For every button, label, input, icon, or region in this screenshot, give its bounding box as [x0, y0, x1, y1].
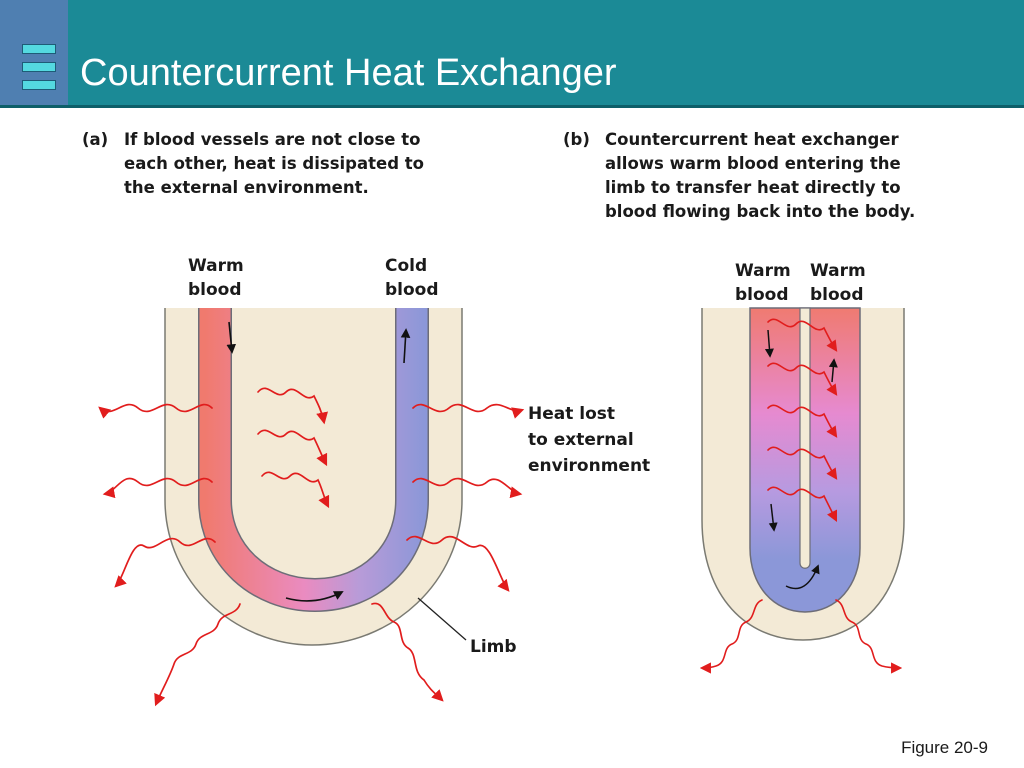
- heat-arrow-icon: [699, 599, 763, 674]
- heat-arrow-icon: [767, 362, 838, 396]
- flow-arrow-down-icon: [768, 503, 778, 532]
- header-rule: [0, 105, 1024, 108]
- figure-number-label: Figure 20-9: [901, 738, 988, 757]
- vessel-a: [199, 308, 428, 611]
- caption-a-line: the external environment.: [124, 178, 369, 197]
- cold-blood-label: Cold blood: [385, 254, 439, 302]
- heat-arrow-icon: [412, 403, 525, 419]
- logo-bar: [22, 44, 56, 54]
- warm-blood-label-a-line1: Warm: [188, 256, 244, 276]
- caption-a-line: If blood vessels are not close to: [124, 130, 421, 149]
- caption-b-line: limb to transfer heat directly to: [605, 178, 901, 197]
- heat-arrow-icon: [114, 537, 216, 588]
- flow-arrow-right-icon: [285, 591, 344, 602]
- flow-arrow-up-icon: [400, 328, 411, 364]
- warm-blood-label-b-right-line2: blood: [810, 285, 864, 305]
- heat-arrow-icon: [154, 603, 241, 707]
- heat-arrow-icon: [406, 535, 510, 592]
- vessel-b-divider: [799, 307, 811, 569]
- heat-arrow-icon: [257, 429, 328, 467]
- heat-lost-label: Heat lost to external environment: [528, 401, 650, 479]
- warm-blood-label-a-line2: blood: [188, 280, 242, 300]
- slide-title: Countercurrent Heat Exchanger: [80, 52, 617, 94]
- heat-arrow-icon: [371, 602, 444, 702]
- flow-arrow-down-icon: [226, 321, 237, 354]
- caption-b-line: allows warm blood entering the: [605, 154, 901, 173]
- cold-blood-label-line1: Cold: [385, 256, 428, 276]
- caption-a-letter: (a): [82, 130, 109, 149]
- heat-arrow-icon: [767, 446, 838, 480]
- heat-lost-label-line1: Heat lost: [528, 404, 616, 424]
- caption-a: (a) If blood vessels are not close to ea…: [82, 128, 482, 208]
- limb-pointer-line: [417, 597, 467, 641]
- caption-b: (b) Countercurrent heat exchanger allows…: [563, 128, 983, 228]
- caption-b-letter: (b): [563, 130, 590, 149]
- logo-bar: [22, 62, 56, 72]
- heat-arrow-icon: [261, 471, 330, 509]
- warm-blood-label-b-left-line1: Warm: [735, 261, 791, 281]
- warm-blood-label-b-right-line1: Warm: [810, 261, 866, 281]
- caption-b-line: blood flowing back into the body.: [605, 202, 916, 221]
- heat-arrow-icon: [767, 404, 838, 438]
- heat-lost-label-line2: to external: [528, 430, 634, 450]
- warm-blood-label-a: Warm blood: [188, 254, 244, 302]
- heat-arrow-icon: [257, 387, 328, 425]
- warm-blood-label-b-left-line2: blood: [735, 285, 789, 305]
- heat-arrow-icon: [102, 477, 213, 499]
- header-bar: [0, 0, 1024, 105]
- slide-logo-icon: [0, 0, 68, 105]
- heat-lost-label-line3: environment: [528, 456, 651, 476]
- heat-arrow-icon: [767, 486, 838, 523]
- caption-b-line: Countercurrent heat exchanger: [605, 130, 899, 149]
- warm-blood-label-b-right: Warm blood: [810, 259, 866, 307]
- flow-arrow-up-icon: [785, 564, 820, 590]
- heat-arrow-icon: [767, 318, 838, 352]
- heat-arrow-icon: [412, 477, 523, 499]
- warm-blood-label-b-left: Warm blood: [735, 259, 791, 307]
- flow-arrow-up-icon: [828, 358, 838, 383]
- logo-bar: [22, 80, 56, 90]
- heat-arrow-icon: [98, 403, 213, 419]
- limb-label: Limb: [470, 637, 517, 657]
- heat-arrow-icon: [835, 599, 903, 674]
- caption-a-line: each other, heat is dissipated to: [124, 154, 424, 173]
- cold-blood-label-line2: blood: [385, 280, 439, 300]
- flow-arrow-down-icon: [764, 329, 774, 358]
